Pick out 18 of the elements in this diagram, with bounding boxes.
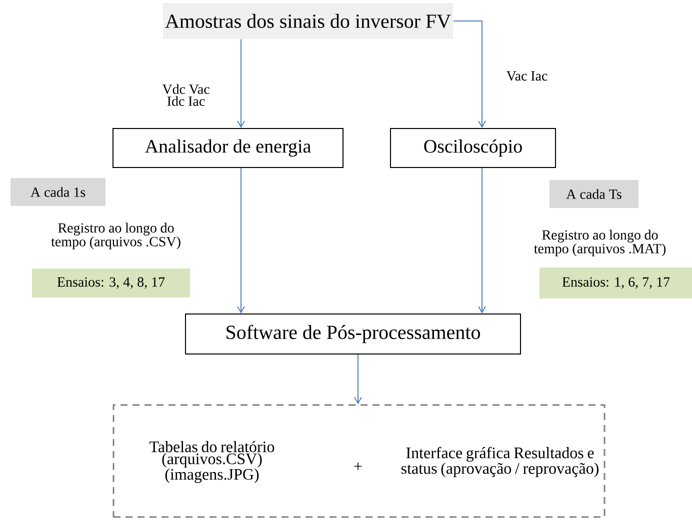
edge-label: Vac Iac: [506, 71, 548, 81]
process-box: Analisador de energia: [112, 128, 344, 168]
output-box: Tabelas do relatório (arquivos.CSV) (imagens.JPG) + Interface gráfica Resultados e status (aprovação / reprovação): [112, 404, 606, 518]
arrow: [452, 20, 486, 128]
note-text: Registro ao longo do tempo (arquivos .CSV): [51, 222, 180, 250]
interval-tag: A cada 1s: [10, 178, 106, 206]
test-list-tag: Ensaios: 1, 6, 7, 17: [540, 268, 692, 298]
edge-label: Vdc Vac Idc Iac: [162, 84, 210, 106]
note-text: Registro ao longo do tempo (arquivos .MAT): [534, 230, 666, 256]
arrow: [237, 38, 245, 128]
process-box: Osciloscópio: [390, 128, 556, 168]
test-list-tag: Ensaios: 3, 4, 8, 17: [32, 268, 190, 298]
header-box: Amostras dos sinais do inversor FV: [162, 3, 454, 39]
process-box: Software de Pós-processamento: [185, 314, 521, 354]
arrow: [478, 168, 486, 314]
arrow: [237, 168, 245, 314]
interval-tag: A cada Ts: [550, 180, 638, 208]
arrow: [354, 354, 362, 404]
